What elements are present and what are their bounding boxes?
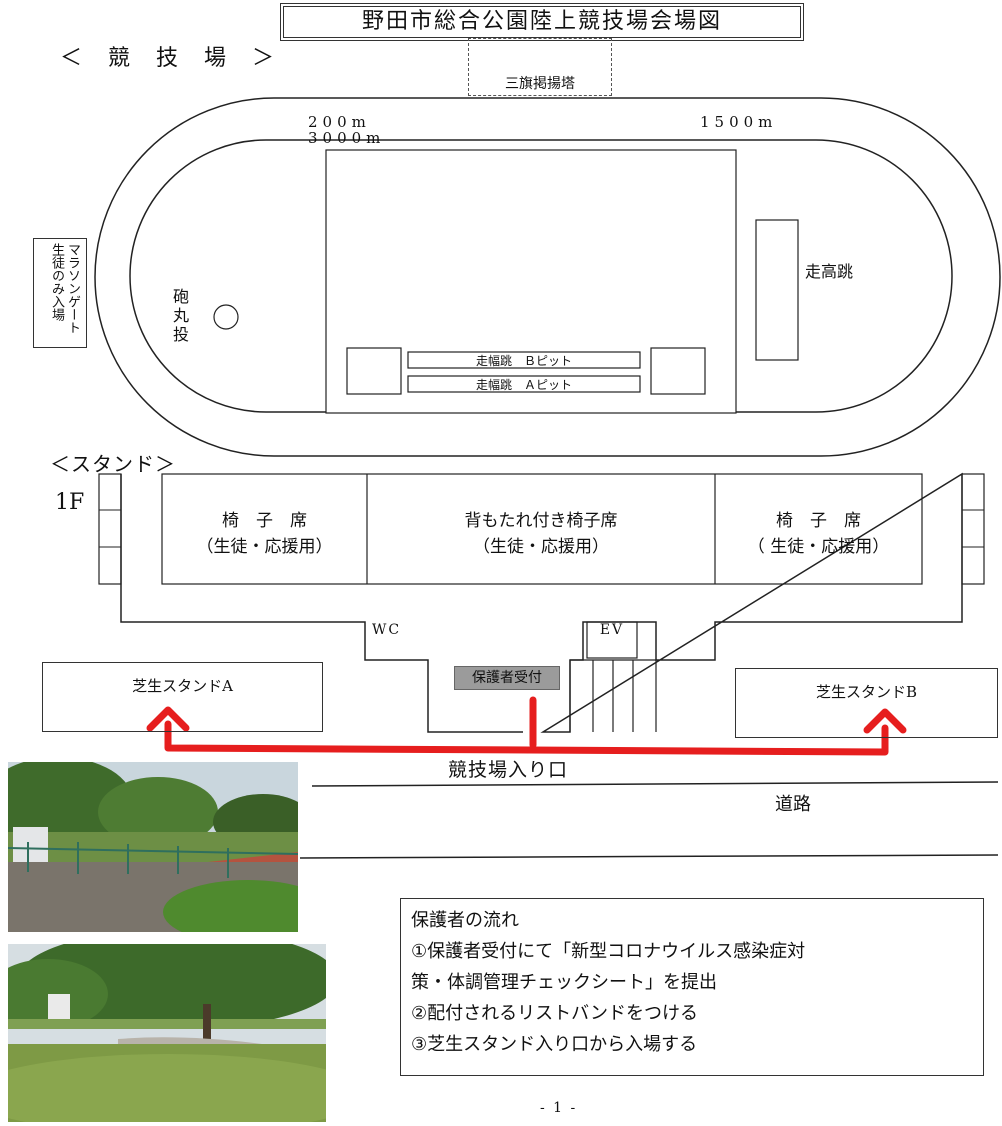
seat-right-label: 椅 子 席 （ 生徒・応援用） <box>747 511 890 557</box>
stadium-entrance-label: 競技場入り口 <box>448 759 569 781</box>
seating-area <box>161 473 923 585</box>
lawn-stand-a: 芝生スタンドA <box>42 662 323 732</box>
flow-step-3: ③芝生スタンド入り口から入場する <box>411 1034 698 1055</box>
entrance-stairs <box>569 659 657 732</box>
wc-label: WC <box>372 622 402 638</box>
long-jump-b-label: 走幅跳 Ｂピット <box>475 354 572 368</box>
flag-tower-label: 三旗掲揚塔 <box>468 38 612 96</box>
flow-step-1-cont: 策・体調管理チェックシート」を提出 <box>411 972 717 993</box>
long-jump-a-runway <box>407 375 641 393</box>
pit-right <box>650 347 706 395</box>
ev-shaft <box>586 621 638 659</box>
stairs-right <box>961 473 985 585</box>
photo-entrance-area <box>8 762 298 932</box>
road-bottom-line <box>299 854 999 859</box>
shot-put-label: 砲丸投 <box>172 287 189 344</box>
high-jump-area <box>755 219 799 361</box>
distance-1500m: 1500m <box>700 113 778 131</box>
flow-step-1: ①保護者受付にて「新型コロナウイルス感染症対 <box>411 941 806 962</box>
long-jump-a-label: 走幅跳 Ａピット <box>475 378 572 392</box>
distance-200m: 200m <box>308 113 371 131</box>
route-arrow <box>146 696 907 756</box>
road-label: 道路 <box>775 794 811 815</box>
distance-3000m: 3000m <box>308 129 386 147</box>
shot-put-circle <box>213 304 239 330</box>
long-jump-b-runway <box>407 351 641 369</box>
guardian-flow-box: 保護者の流れ ①保護者受付にて「新型コロナウイルス感染症対 策・体調管理チェック… <box>400 898 984 1076</box>
flow-title: 保護者の流れ <box>411 910 519 931</box>
photo-lawn-stand <box>8 944 326 1122</box>
field-area <box>325 149 737 414</box>
page-title: 野田市総合公園陸上競技場会場図 <box>280 3 804 41</box>
pit-left <box>346 347 402 395</box>
high-jump-label: 走高跳 <box>805 262 854 281</box>
marathon-gate-label: マラソンゲート 生徒のみ入場 <box>33 238 87 348</box>
lawn-stand-b: 芝生スタンドB <box>735 668 998 738</box>
seat-center-label: 背もたれ付き椅子席 （生徒・応援用） <box>464 511 618 557</box>
page-number: - 1 - <box>540 1100 578 1116</box>
flow-step-2: ②配付されるリストバンドをつける <box>411 1003 699 1024</box>
stadium-heading: ＜ 競 技 場 ＞ <box>60 46 277 71</box>
seat-left-label: 椅 子 席 （生徒・応援用） <box>196 511 333 557</box>
stairs-left <box>98 473 122 585</box>
floor-label: 1F <box>55 490 85 515</box>
reception-label: 保護者受付 <box>454 666 560 690</box>
stand-heading: ＜スタンド＞ <box>50 452 176 476</box>
track-outer <box>94 97 1001 457</box>
road-top-line <box>311 781 999 787</box>
ev-label: EV <box>599 622 625 638</box>
